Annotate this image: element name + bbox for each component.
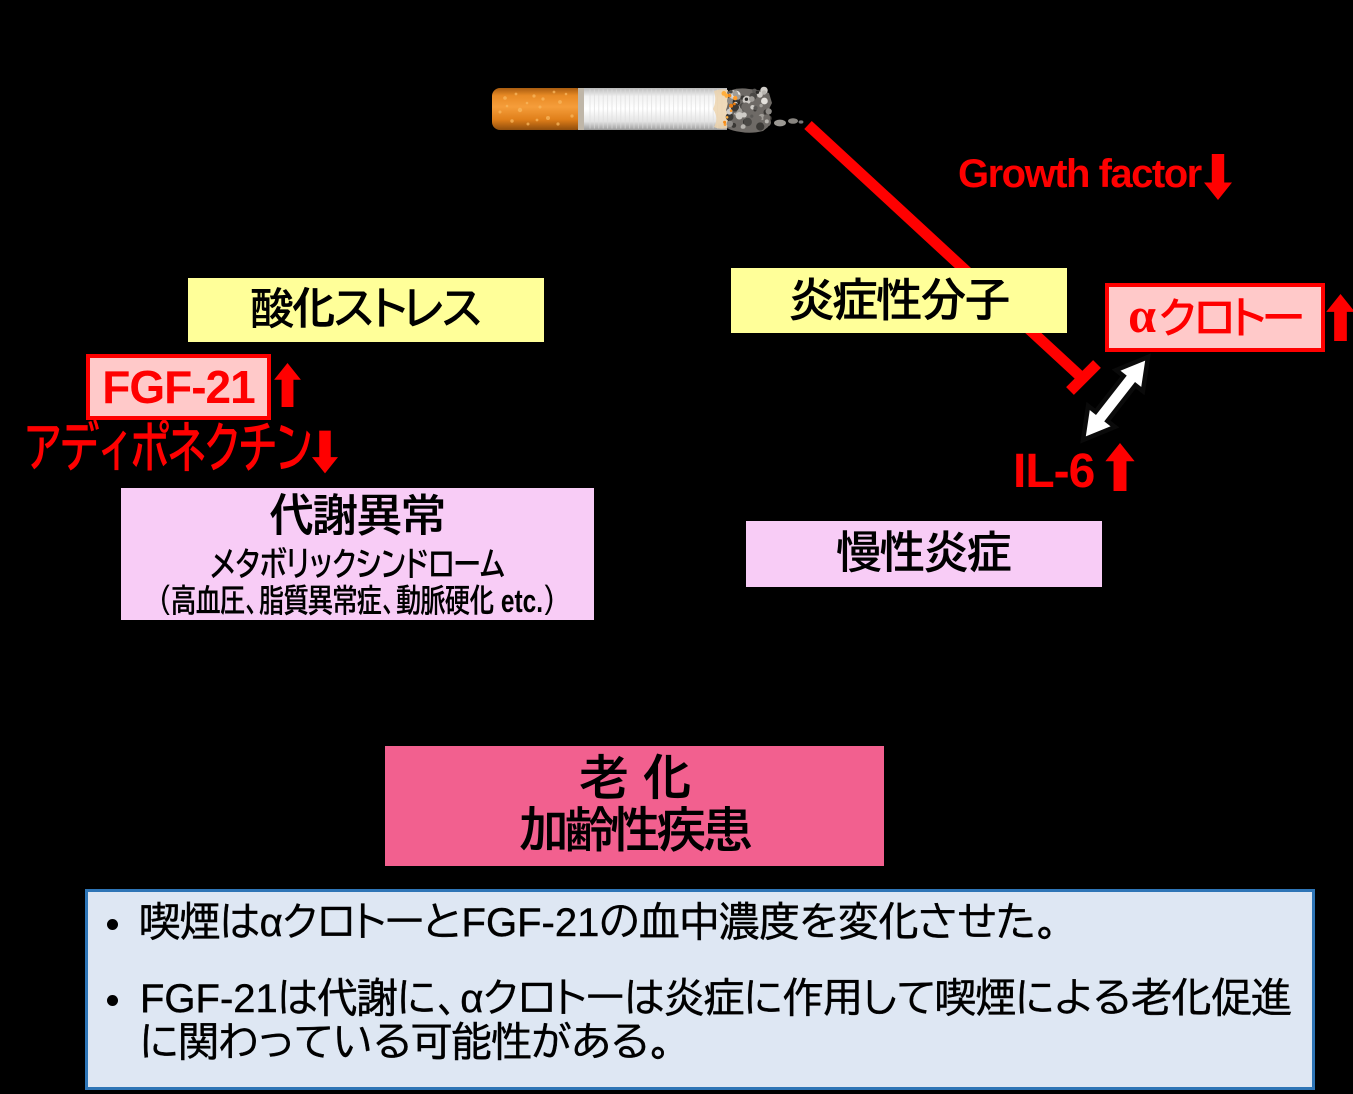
oxidative-stress-box: 酸化ストレス	[188, 278, 544, 342]
fgf21-box: FGF-21	[86, 354, 271, 420]
alpha-klotho-label: クロトー	[1159, 296, 1304, 339]
metabolic-abnormality-box: 代謝異常 メタボリックシンドローム （高血圧、脂質異常症、動脈硬化 etc.）	[121, 488, 594, 620]
chronic-inflammation-label: 慢性炎症	[837, 529, 1012, 578]
aging-line2: 加齢性疾患	[519, 805, 752, 858]
alpha-symbol: α	[1128, 286, 1157, 343]
ash-texture	[721, 86, 772, 133]
fgf21-label: FGF-21	[102, 361, 255, 413]
metabolic-syndrome-label: メタボリックシンドローム	[210, 546, 505, 583]
red-connector-inhibition-line	[804, 120, 1101, 395]
summary-bullet-2-text: FGF-21は代謝に、αクロトーは炎症に作用して喫煙による老化促進に関わっている…	[140, 977, 1292, 1065]
cigarette-image	[492, 86, 804, 133]
summary-bullet-2: FGF-21は代謝に、αクロトーは炎症に作用して喫煙による老化促進に関わっている…	[107, 977, 1310, 1065]
aging-box: 老 化 加齢性疾患	[385, 746, 884, 866]
bullet-dot	[107, 995, 118, 1006]
summary-box: 喫煙はαクロトーとFGF-21の血中濃度を変化させた。 FGF-21は代謝に、α…	[85, 889, 1315, 1090]
aging-line1: 老 化	[579, 753, 691, 806]
growth-factor-down-arrow	[1204, 154, 1232, 200]
metabolic-examples-label: （高血圧、脂質異常症、動脈硬化 etc.）	[159, 583, 556, 619]
inflammatory-molecules-label: 炎症性分子	[789, 274, 1010, 326]
ash-flecks	[774, 118, 804, 127]
chronic-inflammation-box: 慢性炎症	[746, 521, 1102, 587]
inflammatory-molecules-box: 炎症性分子	[731, 268, 1067, 333]
summary-bullet-1-text: 喫煙はαクロトーとFGF-21の血中濃度を変化させた。	[140, 901, 1060, 945]
il6-up-arrow	[1105, 443, 1135, 491]
summary-bullet-1: 喫煙はαクロトーとFGF-21の血中濃度を変化させた。	[107, 901, 1310, 945]
adiponectin-down-arrow	[312, 430, 338, 474]
fgf21-up-arrow	[274, 363, 301, 407]
oxidative-stress-label: 酸化ストレス	[250, 285, 483, 334]
alpha-klotho-up-arrow	[1326, 294, 1353, 341]
adiponectin-label: アディポネクチン	[26, 420, 313, 474]
white-double-arrow	[1080, 353, 1151, 444]
bullet-dot	[107, 919, 118, 930]
il6-label: IL-6	[1013, 445, 1095, 498]
growth-factor-label: Growth factor	[958, 152, 1202, 196]
metabolic-abnormality-title: 代謝異常	[269, 492, 446, 541]
